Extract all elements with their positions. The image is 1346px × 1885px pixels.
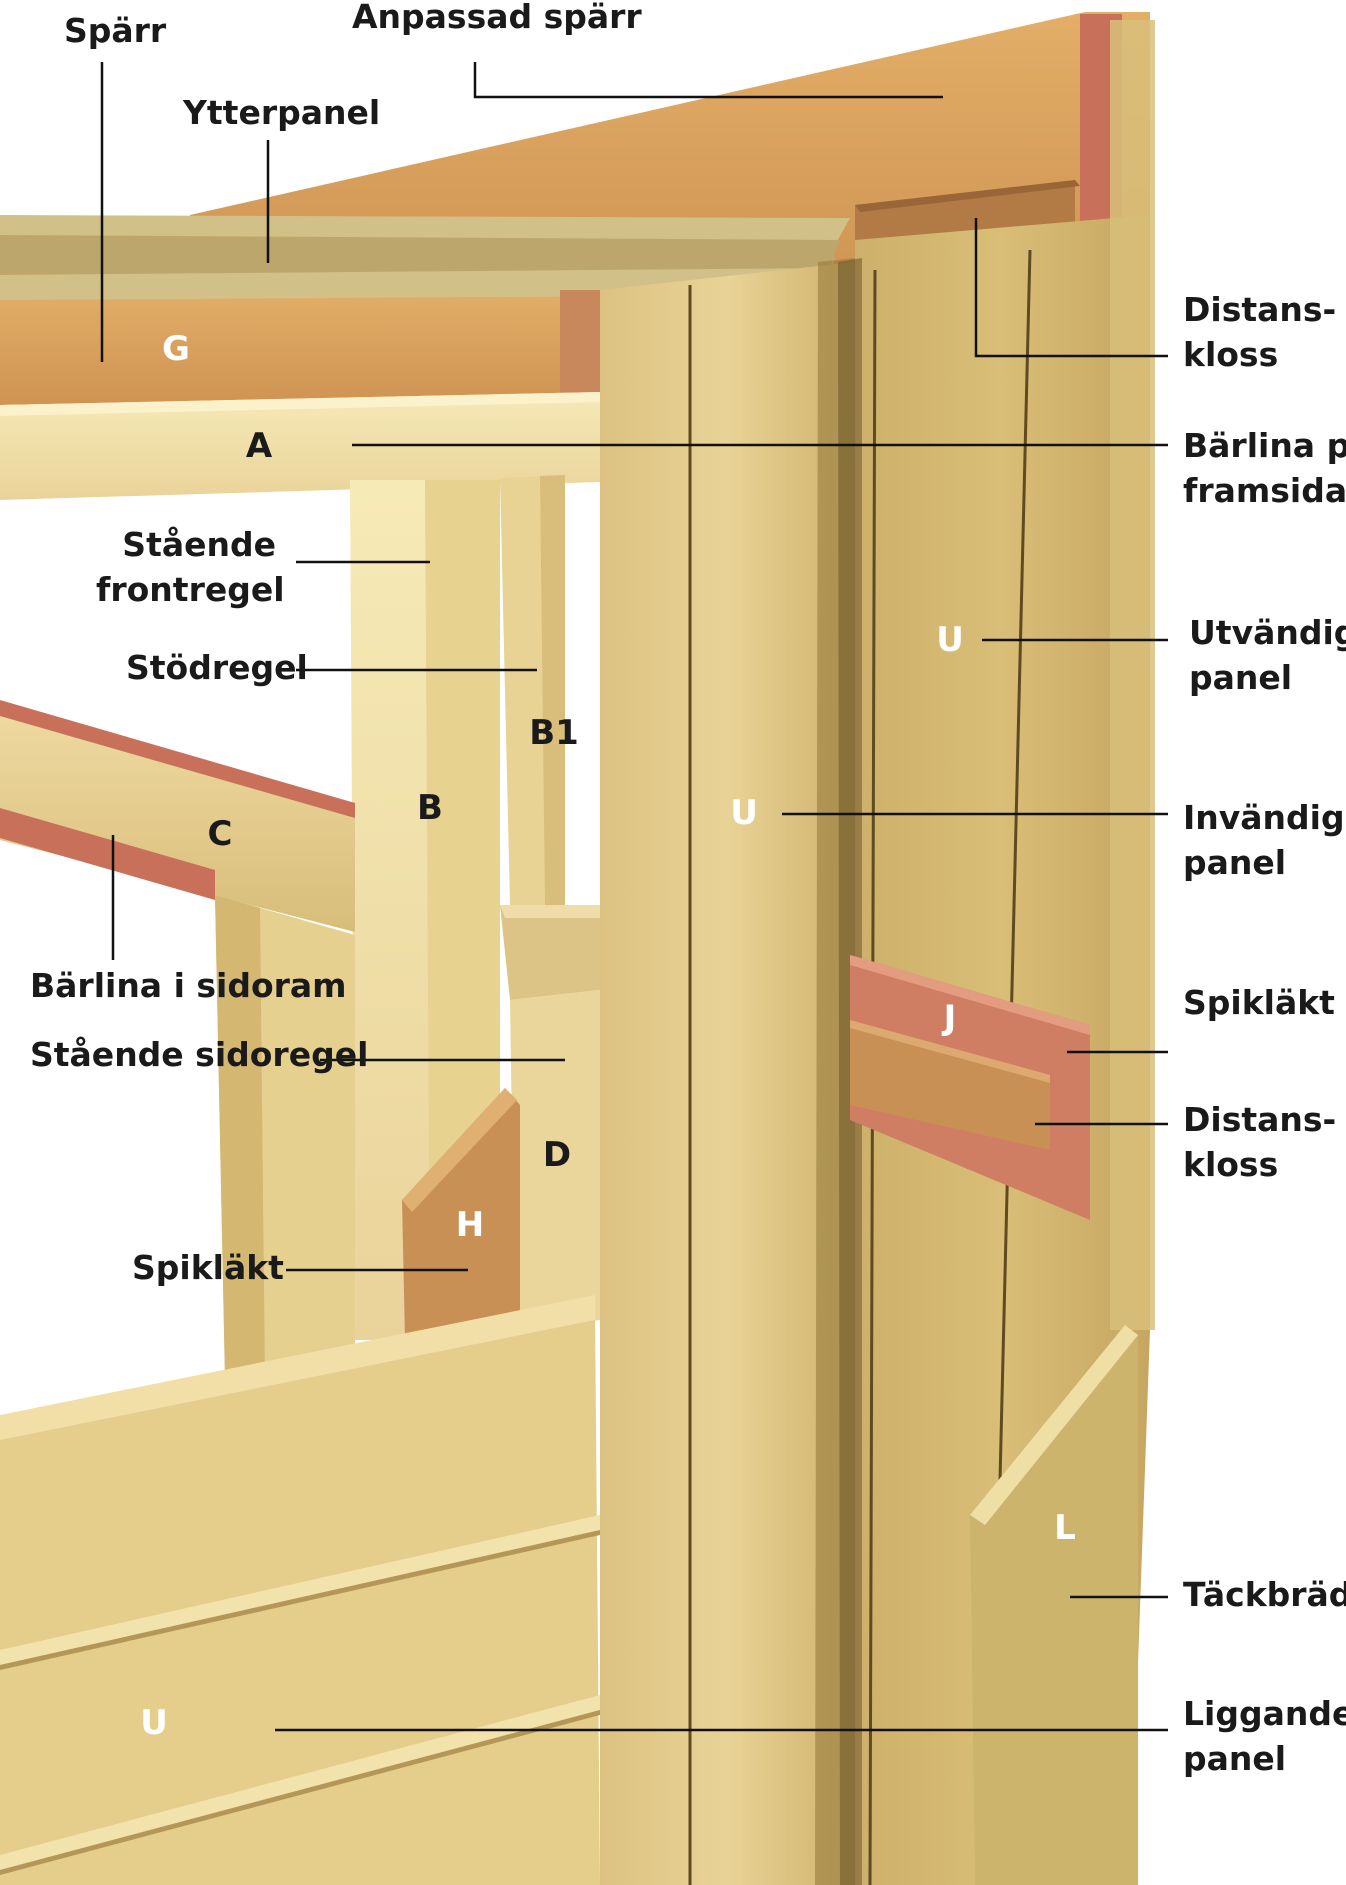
- invandig-panel: [600, 258, 862, 1885]
- letter-h: H: [455, 1205, 485, 1245]
- label-barlina-framsidan: Bärlina på framsidan: [1183, 426, 1346, 510]
- label-stodregel: Stödregel: [126, 648, 308, 687]
- label-spiklakt-left: Spikläkt: [132, 1248, 284, 1287]
- spiklakt-h-batten: [402, 1088, 520, 1340]
- letter-g: G: [162, 329, 190, 369]
- barlina-framsidan-beam: [0, 392, 600, 500]
- label-tackbrada: Täckbräda: [1183, 1575, 1346, 1614]
- tackbrada-board: [970, 1325, 1138, 1885]
- label-anpassad-sparr: Anpassad spärr: [352, 0, 642, 36]
- label-barlina-sidoram: Bärlina i sidoram: [30, 966, 347, 1005]
- horizontal-nogging: [500, 905, 600, 1000]
- letter-a: A: [245, 426, 273, 466]
- liggande-panel-boards: [0, 1295, 600, 1885]
- leader-anpassad-sparr: [473, 62, 943, 99]
- letter-b1: B1: [529, 713, 579, 753]
- letter-d: D: [542, 1135, 572, 1175]
- leader-distanskloss-top: [974, 218, 1168, 358]
- leader-lines: [100, 62, 1168, 1732]
- label-spiklakt-right: Spikläkt: [1183, 983, 1335, 1022]
- label-staende-frontregel: Stående frontregel: [96, 525, 285, 609]
- label-sparr: Spärr: [64, 11, 167, 50]
- letter-u-mid: U: [730, 793, 758, 833]
- letter-b: B: [417, 788, 443, 828]
- letter-u-upper: U: [936, 620, 964, 660]
- letter-j: J: [943, 998, 957, 1038]
- distanskloss-mid-block: [850, 1020, 1050, 1150]
- stodregel-post: [500, 475, 565, 905]
- label-staende-sidoregel: Stående sidoregel: [30, 1035, 369, 1074]
- label-distanskloss-top: Distans- kloss: [1183, 290, 1337, 374]
- barlina-sidoram-beam: [0, 700, 355, 932]
- label-liggande-panel: Liggande panel: [1183, 1694, 1346, 1778]
- staende-sidoregel-post: [510, 990, 600, 1330]
- label-utvandig-panel: Utvändig panel: [1189, 613, 1346, 697]
- letter-u-bottom: U: [140, 1703, 168, 1743]
- side-stud: [215, 895, 355, 1380]
- label-ytterpanel: Ytterpanel: [183, 93, 381, 132]
- label-invandig-panel: Invändig panel: [1183, 798, 1345, 882]
- sparr-beam: [0, 215, 850, 405]
- letter-l: L: [1054, 1508, 1076, 1548]
- letter-c: C: [207, 814, 233, 854]
- label-distanskloss-mid: Distans- kloss: [1183, 1100, 1337, 1184]
